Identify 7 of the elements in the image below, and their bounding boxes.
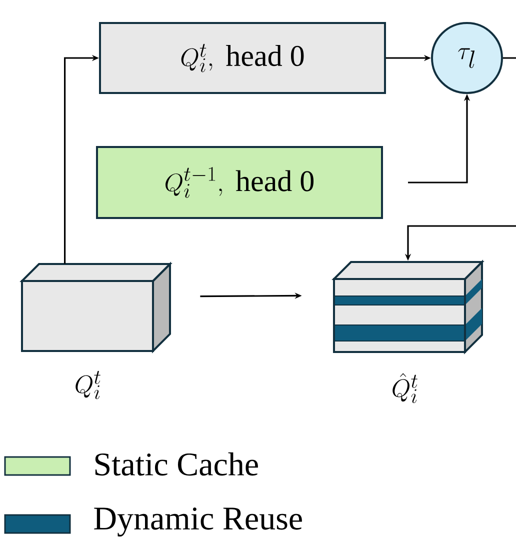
process-box: $Q_i^t,\ \mathrm{head\ 0}$ — [99, 22, 386, 94]
cube-label: $Q_i^t$ — [76, 370, 100, 400]
circle-node: $\tau_l$ — [431, 22, 503, 94]
legend-label: Static Cache — [95, 452, 258, 476]
legend-label: Dynamic Reuse — [94, 508, 302, 536]
cube-label: $\hat{Q}_i^t$ — [392, 373, 418, 404]
process-box: $Q_i^{t-1},\ \mathrm{head\ 0}$ — [96, 146, 383, 219]
